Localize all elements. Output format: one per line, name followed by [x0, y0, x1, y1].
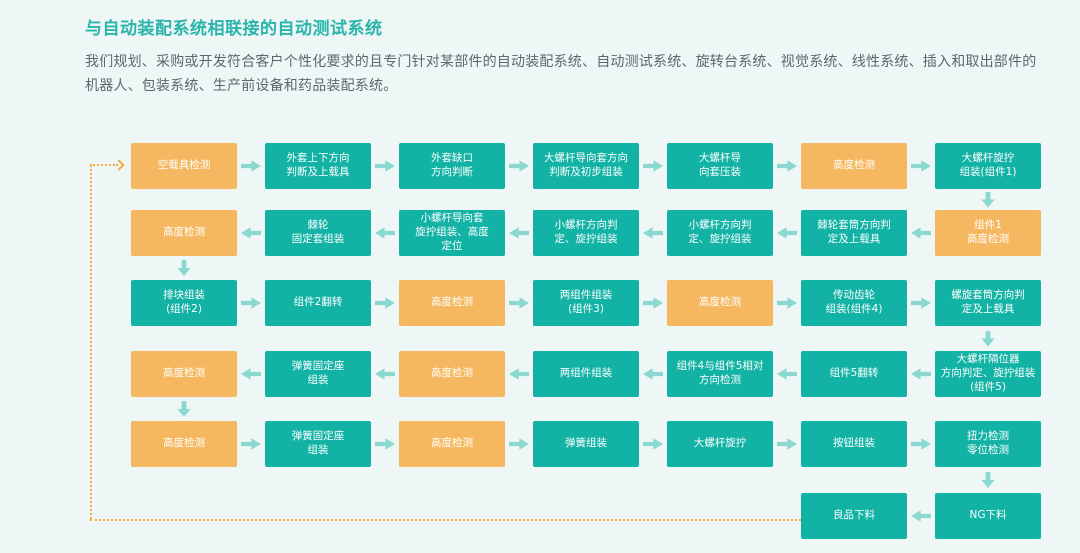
flow-arrow-down-icon: [981, 472, 995, 488]
flow-box-r2c4: 小螺杆方向判 定、旋拧组装: [533, 210, 639, 256]
flow-box-r4c6: 组件5翻转: [801, 351, 907, 397]
flow-arrow-left-icon: [643, 368, 663, 380]
flow-arrow-down-icon: [981, 191, 995, 208]
flow-box-r5c2: 弹簧固定座 组装: [265, 421, 371, 467]
feedback-loop-line-bottom: [90, 519, 801, 521]
flow-box-r1c1: 空载具检测: [131, 143, 237, 189]
feedback-loop-arrowhead-icon: [113, 159, 125, 171]
flow-box-r3c4: 两组件组装 (组件3): [533, 280, 639, 326]
page-description: 我们规划、采购或开发符合客户个性化要求的且专门针对某部件的自动装配系统、自动测试…: [85, 54, 1037, 94]
flow-arrow-right-icon: [777, 438, 797, 450]
flow-arrow-right-icon: [375, 297, 395, 309]
flow-box-r1c4: 大螺杆导向套方向 判断及初步组装: [533, 143, 639, 189]
flow-arrow-right-icon: [375, 438, 395, 450]
flow-box-r5c7: 扭力检测 零位检测: [935, 421, 1041, 467]
flow-arrow-left-icon: [777, 368, 797, 380]
flow-arrow-left-icon: [375, 368, 395, 380]
flow-box-r5c6: 按钮组装: [801, 421, 907, 467]
flow-box-r6c7: NG下料: [935, 493, 1041, 539]
flow-box-r3c1: 排块组装 (组件2): [131, 280, 237, 326]
flow-box-r2c6: 棘轮套筒方向判 定及上载具: [801, 210, 907, 256]
flow-arrow-left-icon: [509, 368, 529, 380]
flow-arrow-right-icon: [777, 297, 797, 309]
flow-arrow-left-icon: [241, 368, 261, 380]
flow-box-r2c1: 高度检测: [131, 210, 237, 256]
flow-box-r3c6: 传动齿轮 组装(组件4): [801, 280, 907, 326]
flow-box-r1c2: 外套上下方向 判断及上载具: [265, 143, 371, 189]
flow-arrow-right-icon: [375, 160, 395, 172]
flow-arrow-left-icon: [911, 368, 931, 380]
flow-box-r2c3: 小螺杆导向套 旋拧组装、高度 定位: [399, 210, 505, 256]
flow-arrow-left-icon: [375, 227, 395, 239]
flow-arrow-left-icon: [911, 227, 931, 239]
flow-box-r4c7: 大螺杆隔位器 方向判定、旋拧组装 (组件5): [935, 351, 1041, 397]
page-title: 与自动装配系统相联接的自动测试系统: [85, 19, 383, 39]
flow-box-r2c7: 组件1 高度检测: [935, 210, 1041, 256]
flow-arrow-left-icon: [643, 227, 663, 239]
flow-box-r4c4: 两组件组装: [533, 351, 639, 397]
flow-arrow-right-icon: [509, 438, 529, 450]
flow-arrow-left-icon: [509, 227, 529, 239]
flow-arrow-right-icon: [643, 297, 663, 309]
feedback-loop-line-top: [90, 164, 118, 166]
flow-box-r4c1: 高度检测: [131, 351, 237, 397]
flow-box-r4c3: 高度检测: [399, 351, 505, 397]
flow-arrow-right-icon: [643, 438, 663, 450]
flow-box-r5c5: 大螺杆旋拧: [667, 421, 773, 467]
flow-arrow-right-icon: [911, 297, 931, 309]
flow-box-r1c5: 大螺杆导 向套压装: [667, 143, 773, 189]
flow-arrow-right-icon: [777, 160, 797, 172]
flow-box-r1c3: 外套缺口 方向判断: [399, 143, 505, 189]
flow-arrow-right-icon: [241, 438, 261, 450]
flow-arrow-right-icon: [509, 160, 529, 172]
flow-box-r2c2: 棘轮 固定套组装: [265, 210, 371, 256]
flow-box-r3c2: 组件2翻转: [265, 280, 371, 326]
flow-arrow-right-icon: [241, 160, 261, 172]
flow-arrow-right-icon: [911, 160, 931, 172]
flow-arrow-down-icon: [981, 330, 995, 347]
flow-box-r4c5: 组件4与组件5相对 方向检测: [667, 351, 773, 397]
flow-arrow-left-icon: [777, 227, 797, 239]
flow-box-r3c3: 高度检测: [399, 280, 505, 326]
flow-arrow-down-icon: [177, 260, 191, 276]
flow-box-r5c1: 高度检测: [131, 421, 237, 467]
flow-arrow-right-icon: [241, 297, 261, 309]
flow-box-r1c7: 大螺杆旋拧 组装(组件1): [935, 143, 1041, 189]
feedback-loop-line-vertical: [90, 165, 92, 519]
flow-arrow-right-icon: [643, 160, 663, 172]
flow-box-r1c6: 高度检测: [801, 143, 907, 189]
flow-box-r3c5: 高度检测: [667, 280, 773, 326]
flow-arrow-right-icon: [911, 438, 931, 450]
flow-box-r5c3: 高度检测: [399, 421, 505, 467]
flow-arrow-left-icon: [241, 227, 261, 239]
flow-box-r3c7: 螺旋套筒方向判 定及上载具: [935, 280, 1041, 326]
flow-arrow-right-icon: [509, 297, 529, 309]
flow-box-r6c6: 良品下料: [801, 493, 907, 539]
flow-box-r5c4: 弹簧组装: [533, 421, 639, 467]
flow-box-r4c2: 弹簧固定座 组装: [265, 351, 371, 397]
flow-box-r2c5: 小螺杆方向判 定、旋拧组装: [667, 210, 773, 256]
flow-arrow-down-icon: [177, 401, 191, 417]
flow-arrow-left-icon: [911, 510, 931, 522]
